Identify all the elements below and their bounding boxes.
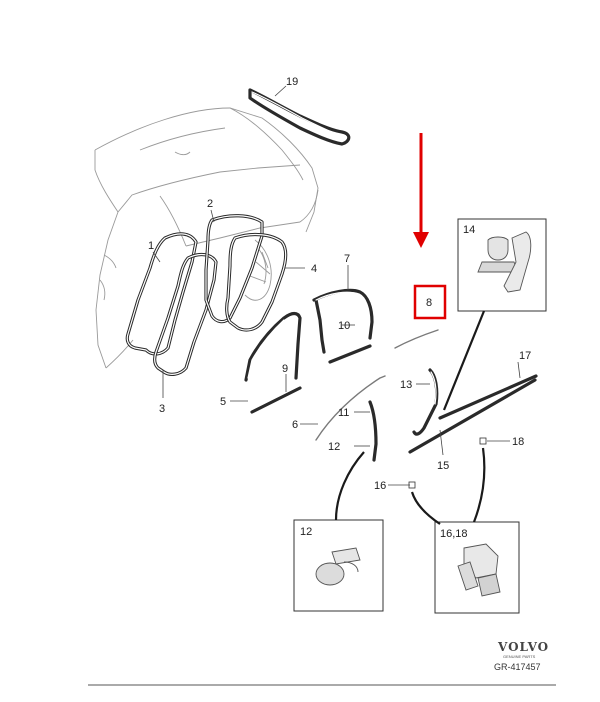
part-8-moulding [394,329,439,349]
callout-4: 4 [311,263,317,275]
callout-18: 18 [512,436,524,448]
part-4-door-seal [225,232,288,332]
inset-1618-leader-b [472,447,486,523]
part-5-window-channel [244,311,302,382]
clip-14-icon [477,231,532,293]
part-6-moulding [315,375,386,441]
callout-12: 12 [328,441,340,453]
callout-9: 9 [282,363,288,375]
part-11-strip [368,400,378,462]
callout-6: 6 [292,419,298,431]
callout-3: 3 [159,403,165,415]
callout-1: 1 [148,240,154,252]
inset-1618-leader-a [410,491,441,525]
inset-1618-label: 16,18 [440,528,468,540]
inset-clip-1618: 16,18 [434,521,520,614]
part-13-seal [412,368,439,436]
callout-16: 16 [374,480,386,492]
part-17-strip [438,374,538,420]
inset-12-leader [334,451,365,521]
inset-12-label: 12 [300,526,312,538]
document-reference: GR-417457 [494,662,541,672]
part-10-strip [328,344,372,364]
callout-8: 8 [426,297,432,309]
part-1-door-seal [125,232,198,356]
part-7-window-channel [312,288,374,354]
callout-labels: 1 2 3 4 5 6 7 8 9 10 11 12 13 15 16 17 1… [148,76,531,492]
highlight-arrow [413,133,429,248]
callout-10: 10 [338,320,350,332]
part-2-door-seal [204,214,264,324]
inset-clip-12: 12 [293,519,384,612]
callout-5: 5 [220,396,226,408]
callout-15: 15 [437,460,449,472]
part-9-strip [250,386,302,414]
logo-brand: VOLVO [497,640,549,654]
car-body-outline [94,107,319,369]
callout-7: 7 [344,253,350,265]
part-3-door-seal [153,252,218,376]
callout-13: 13 [400,379,412,391]
inset-14-label: 14 [463,224,475,236]
part-15-strip [408,378,537,454]
part-19-seal [248,88,351,146]
inset-14-leader [442,310,486,411]
callout-17: 17 [519,350,531,362]
inset-clip-14: 14 [457,218,547,312]
callout-11: 11 [338,407,349,419]
volvo-logo: VOLVO GENUINE PARTS [497,640,549,659]
clip-12-icon [315,547,361,586]
part-18-clip [479,437,487,445]
leader-lines [152,85,521,486]
clip-1618-icon [457,543,501,597]
logo-sub: GENUINE PARTS [503,654,536,659]
highlight-box [413,284,447,320]
callout-19: 19 [286,76,298,88]
callout-2: 2 [207,198,213,210]
